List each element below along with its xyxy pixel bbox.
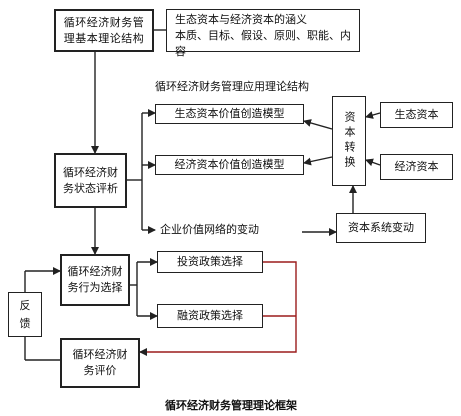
- diagram-caption: 循环经济财务管理理论框架: [165, 399, 297, 412]
- policy-to-evaluation-line: [139, 261, 297, 356]
- feedback-box: 反馈: [8, 292, 42, 337]
- finance-policy-label: 融资政策选择: [177, 309, 243, 322]
- eco-model-box: 生态资本价值创造模型: [155, 104, 304, 124]
- connotation-line-1: 生态资本与经济资本的涵义: [175, 13, 307, 26]
- econ-model-label: 经济资本价值创造模型: [174, 158, 285, 171]
- capital-system-label: 资本系统变动: [348, 221, 414, 234]
- invest-policy-label: 投资政策选择: [177, 255, 243, 268]
- status-eval-label: 循环经济财务状态评析: [63, 165, 118, 195]
- capital-conversion-label: 资本转换: [343, 111, 356, 171]
- arrow-conversion-to-eco-model: [303, 119, 333, 130]
- eco-model-label: 生态资本价值创造模型: [174, 107, 285, 120]
- capital-conversion-box: 资本转换: [332, 96, 366, 186]
- connotation-box: 生态资本与经济资本的涵义 本质、目标、假设、原则、职能、内容: [166, 9, 360, 58]
- status-eval-box: 循环经济财务状态评析: [54, 153, 127, 208]
- behavior-choice-box: 循环经济财务行为选择: [60, 254, 130, 306]
- eco-capital-label: 生态资本: [394, 108, 439, 121]
- basic-theory-box: 循环经济财务管理基本理论结构: [54, 9, 154, 52]
- connotation-line-2: 本质、目标、假设、原则、职能、内容: [175, 29, 351, 58]
- arrow-conversion-to-econ-model: [303, 156, 333, 166]
- econ-capital-label: 经济资本: [394, 160, 439, 173]
- econ-capital-box: 经济资本: [380, 154, 453, 180]
- arrow-eco-capital-to-conversion: [365, 111, 381, 119]
- finance-policy-box: 融资政策选择: [157, 304, 263, 328]
- capital-system-box: 资本系统变动: [336, 213, 426, 243]
- feedback-label: 反馈: [19, 298, 31, 330]
- applied-theory-label: 循环经济财务管理应用理论结构: [155, 80, 309, 93]
- basic-theory-label: 循环经济财务管理基本理论结构: [63, 15, 145, 45]
- finance-eval-box: 循环经济财务评价: [60, 338, 140, 388]
- behavior-choice-label: 循环经济财务行为选择: [67, 265, 123, 294]
- arrow-econ-capital-to-conversion: [365, 158, 381, 167]
- finance-eval-label: 循环经济财务评价: [72, 348, 128, 377]
- invest-policy-box: 投资政策选择: [157, 251, 263, 273]
- value-network-label: 企业价值网络的变动: [160, 223, 259, 236]
- econ-model-box: 经济资本价值创造模型: [155, 155, 304, 175]
- eco-capital-box: 生态资本: [380, 102, 453, 128]
